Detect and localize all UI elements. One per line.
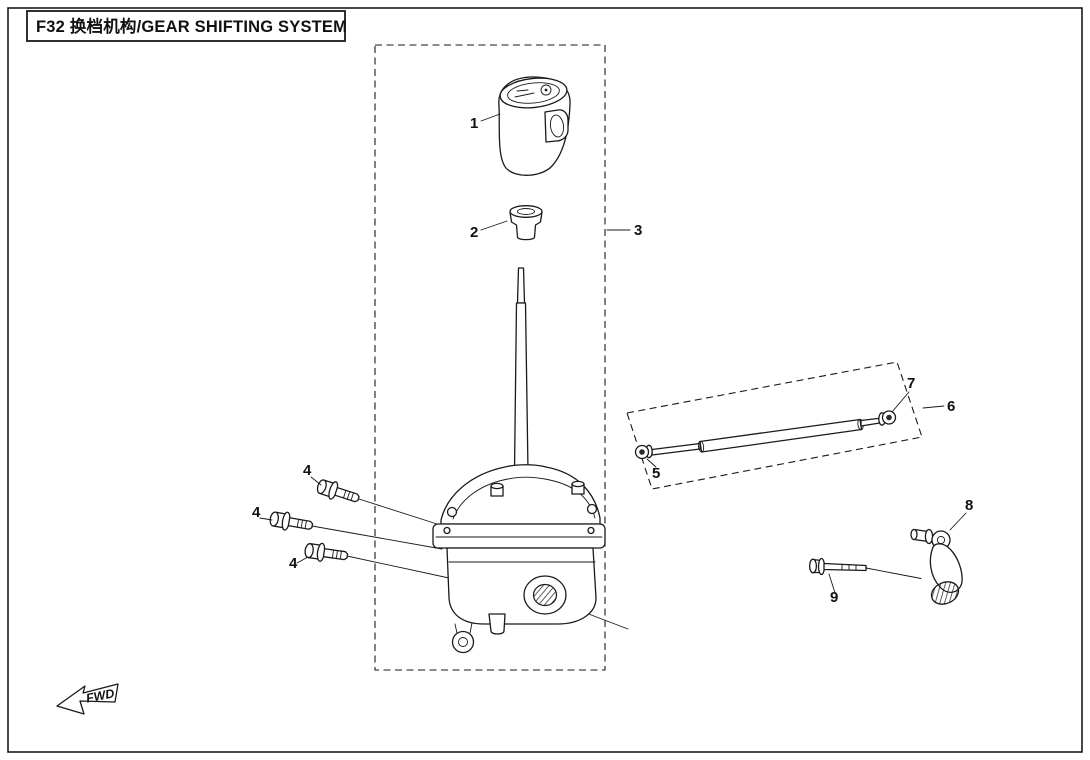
bolt-a-axis-line bbox=[358, 498, 438, 525]
cover-bolts bbox=[446, 480, 598, 518]
callout-label: 9 bbox=[830, 589, 838, 606]
callout-4b: 4 bbox=[252, 504, 273, 521]
callout-9: 9 bbox=[828, 573, 838, 606]
arm-foot-pad bbox=[930, 581, 960, 605]
callout-5: 5 bbox=[646, 458, 660, 482]
knob-button-face bbox=[549, 114, 565, 138]
pivot-bolt-9 bbox=[808, 557, 922, 579]
linkage-bounding-box bbox=[626, 361, 923, 490]
leader-line bbox=[891, 391, 910, 413]
fwd-label: FWD bbox=[85, 686, 116, 705]
callout-2: 2 bbox=[470, 220, 508, 241]
callouts: 1 2 3 4 4 4 5 6 bbox=[252, 113, 973, 606]
flange-nut-5 bbox=[634, 444, 653, 460]
mount-bolt-a bbox=[316, 479, 360, 503]
callout-8: 8 bbox=[949, 497, 973, 531]
callout-1: 1 bbox=[470, 113, 501, 132]
callout-label: 2 bbox=[470, 224, 478, 241]
leader-line bbox=[949, 512, 967, 531]
callout-7: 7 bbox=[891, 375, 915, 413]
callout-label: 4 bbox=[303, 462, 312, 479]
callout-label: 3 bbox=[634, 222, 642, 239]
flange-nut-7 bbox=[878, 410, 897, 426]
callout-6: 6 bbox=[922, 398, 955, 415]
mount-bolt-b bbox=[269, 511, 314, 531]
mount-bolt-c bbox=[304, 542, 349, 562]
bolt-c-axis-line bbox=[346, 555, 450, 579]
bolt-9-axis-line bbox=[865, 567, 922, 579]
leader-line bbox=[922, 405, 945, 409]
callout-4c: 4 bbox=[289, 555, 309, 572]
title-box bbox=[26, 10, 346, 42]
callout-4a: 4 bbox=[303, 462, 322, 486]
callout-label: 7 bbox=[907, 375, 915, 392]
shift-lever-rod bbox=[513, 267, 529, 472]
lower-housing bbox=[446, 547, 597, 625]
bolt-b-axis-line bbox=[311, 525, 443, 550]
leader-line bbox=[296, 556, 309, 564]
title-block: F32 换档机构/GEAR SHIFTING SYSTEM bbox=[26, 10, 347, 42]
base-flange bbox=[432, 523, 606, 549]
callout-3: 3 bbox=[606, 222, 642, 239]
leader-line bbox=[310, 476, 322, 486]
arm-body bbox=[929, 543, 963, 593]
leader-line bbox=[480, 220, 508, 231]
assembly-bounding-box bbox=[374, 44, 606, 671]
shift-arm bbox=[910, 528, 963, 605]
knob-shift-pattern-circle bbox=[540, 84, 552, 96]
leader-line bbox=[828, 573, 836, 594]
callout-label: 4 bbox=[252, 504, 261, 521]
fwd-direction-arrow: FWD bbox=[56, 683, 119, 715]
shifter-base-assembly bbox=[432, 464, 606, 654]
bottom-stud bbox=[488, 613, 506, 635]
callout-label: 8 bbox=[965, 497, 973, 514]
leader-line bbox=[646, 458, 657, 468]
leader-line bbox=[480, 113, 501, 122]
shift-linkage-rod bbox=[651, 416, 887, 456]
page-title: F32 换档机构/GEAR SHIFTING SYSTEM bbox=[36, 16, 347, 36]
bottom-joint-ring bbox=[451, 630, 475, 654]
page-border bbox=[7, 7, 1083, 753]
fwd-arrow-shape bbox=[56, 683, 119, 715]
cover-dome bbox=[440, 464, 601, 525]
callout-label: 1 bbox=[470, 115, 478, 132]
leader-line bbox=[259, 517, 273, 521]
callout-label: 5 bbox=[652, 465, 660, 482]
callout-label: 6 bbox=[947, 398, 955, 415]
gear-shift-knob bbox=[498, 76, 571, 176]
knob-bushing bbox=[509, 205, 543, 241]
callout-label: 4 bbox=[289, 555, 298, 572]
